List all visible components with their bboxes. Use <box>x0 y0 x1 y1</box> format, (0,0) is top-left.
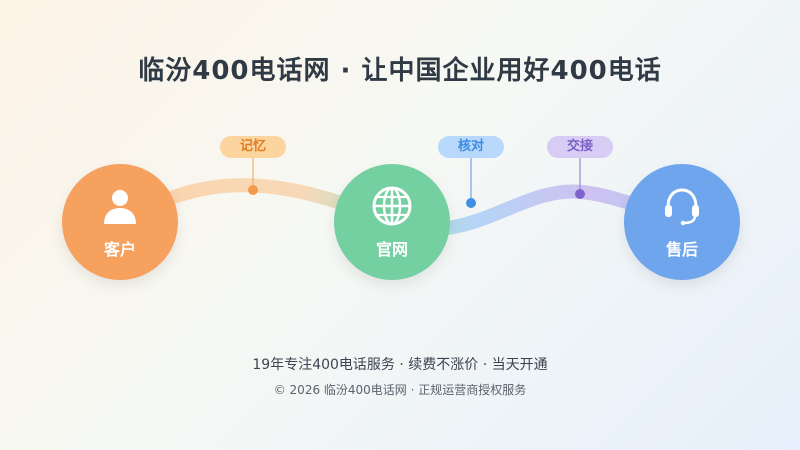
user-icon <box>98 184 142 228</box>
page-title: 临汾400电话网 · 让中国企业用好400电话 <box>138 56 662 86</box>
tag-memory: 记忆 <box>220 136 286 158</box>
connect-dot <box>575 189 585 199</box>
customer-node: 客户 <box>62 164 178 280</box>
aftersales-node: 售后 <box>624 164 740 280</box>
website-label: 官网 <box>375 240 408 259</box>
verify-dot <box>466 198 476 208</box>
memory-dot <box>248 185 258 195</box>
website-node: 官网 <box>334 164 450 280</box>
aftersales-label: 售后 <box>665 240 698 259</box>
globe-icon <box>370 184 414 228</box>
tag-connect: 交接 <box>547 136 613 158</box>
headset-icon <box>660 184 704 228</box>
tag-verify: 核对 <box>438 136 504 158</box>
service-tagline: 19年专注400电话服务 · 续费不涨价 · 当天开通 <box>252 357 548 373</box>
copyright-text: © 2026 临汾400电话网 · 正规运营商授权服务 <box>273 383 527 397</box>
customer-label: 客户 <box>103 240 136 259</box>
